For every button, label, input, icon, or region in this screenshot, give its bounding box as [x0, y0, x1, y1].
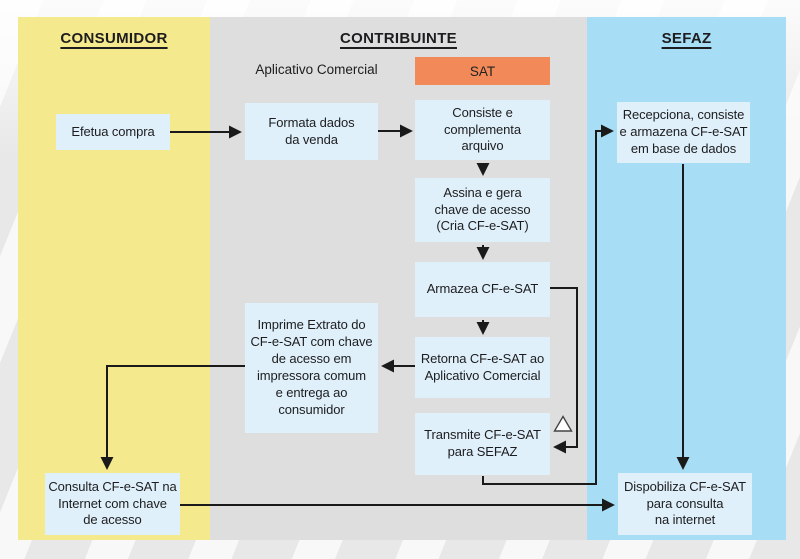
delta-icon	[553, 415, 573, 432]
node-assina-gera-chave: Assina e gera chave de acesso (Cria CF-e…	[415, 178, 550, 242]
column-sefaz: SEFAZ	[587, 17, 786, 540]
node-efetua-compra: Efetua compra	[56, 114, 170, 150]
column-title-contribuinte: CONTRIBUINTE	[340, 30, 457, 47]
node-transmite-cfesat: Transmite CF-e-SAT para SEFAZ	[415, 413, 550, 475]
node-consiste-complementa: Consiste e complementa arquivo	[415, 100, 550, 160]
node-armazea-cfesat: Armazea CF-e-SAT	[415, 262, 550, 317]
subheader-sat: SAT	[415, 57, 550, 85]
node-retorna-cfesat: Retorna CF-e-SAT ao Aplicativo Comercial	[415, 337, 550, 398]
column-consumidor: CONSUMIDOR	[18, 17, 210, 540]
node-dispobiliza-consulta: Dispobiliza CF-e-SAT para consulta na in…	[618, 473, 752, 535]
node-consulta-internet: Consulta CF-e-SAT na Internet com chave …	[45, 473, 180, 535]
node-recepciona-armazena: Recepciona, consiste e armazena CF-e-SAT…	[617, 102, 750, 163]
column-title-sefaz: SEFAZ	[661, 30, 712, 47]
column-title-consumidor: CONSUMIDOR	[60, 30, 168, 47]
node-imprime-extrato: Imprime Extrato do CF-e-SAT com chave de…	[245, 303, 378, 433]
node-formata-dados: Formata dados da venda	[245, 103, 378, 160]
subheader-aplicativo-comercial: Aplicativo Comercial	[255, 62, 378, 77]
